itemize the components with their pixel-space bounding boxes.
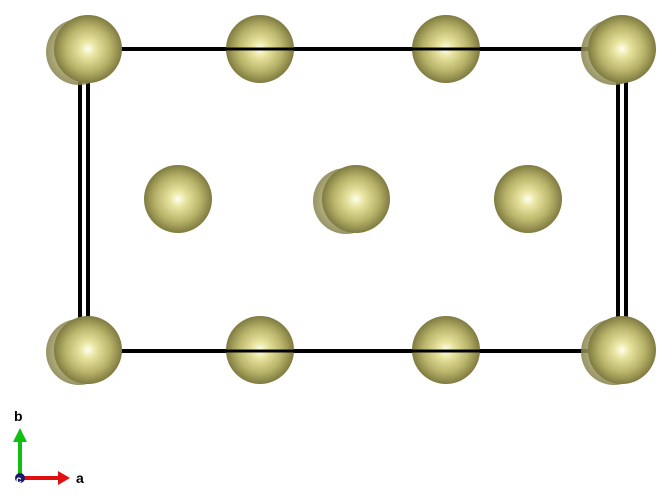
b-axis-label: b	[14, 408, 23, 424]
atom-center-middle[interactable]	[322, 165, 390, 233]
atoms-front-layer	[54, 15, 656, 384]
cell-edge-overlay	[226, 47, 480, 353]
a-axis-label: a	[76, 470, 84, 486]
axis-triad: a b c	[13, 408, 84, 486]
atom-center-right[interactable]	[494, 165, 562, 233]
c-axis-label: c	[16, 475, 22, 486]
atom-corner-bottom-left[interactable]	[54, 316, 122, 384]
b-axis-arrowhead	[13, 428, 27, 442]
a-axis-arrowhead	[58, 471, 70, 485]
atom-corner-top-right[interactable]	[588, 15, 656, 83]
atom-center-left[interactable]	[144, 165, 212, 233]
c-axis-dot	[15, 473, 25, 483]
unit-cell-frame	[78, 47, 628, 353]
atom-corner-bottom-right[interactable]	[588, 316, 656, 384]
atom-corner-top-left[interactable]	[54, 15, 122, 83]
